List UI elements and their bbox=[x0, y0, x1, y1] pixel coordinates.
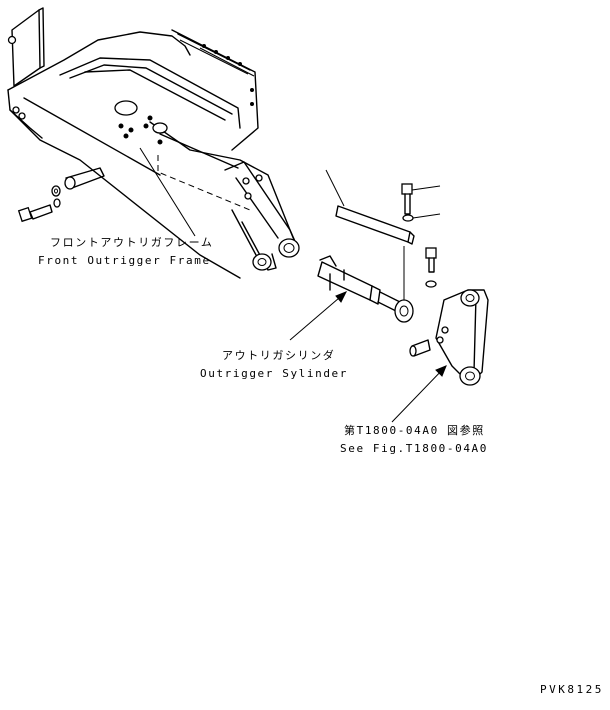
cylinder-arrow-icon bbox=[335, 291, 348, 303]
drawing-code: PVK8125 bbox=[540, 683, 604, 696]
cylinder-pin bbox=[325, 169, 415, 300]
reference-label-jp: 第T1800-04A0 図参照 bbox=[344, 424, 485, 437]
frame-label-jp: フロントアウトリガフレーム bbox=[50, 236, 214, 249]
cylinder-label-jp: アウトリガシリンダ bbox=[222, 349, 336, 362]
pin-bolt bbox=[401, 183, 441, 222]
bracket-leader-line bbox=[391, 365, 447, 423]
outrigger-cylinder bbox=[317, 255, 414, 323]
cylinder-label-en: Outrigger Sylinder bbox=[200, 367, 349, 380]
frame-label-en: Front Outrigger Frame bbox=[38, 254, 211, 267]
frame-leader-line bbox=[139, 147, 196, 237]
outrigger-bracket bbox=[409, 289, 489, 386]
front-outrigger-frame bbox=[7, 7, 300, 279]
cylinder-leader-line bbox=[289, 291, 347, 341]
reference-label-en: See Fig.T1800-04A0 bbox=[340, 442, 489, 455]
bracket-arrow-icon bbox=[435, 365, 447, 377]
frame-bolts bbox=[17, 167, 105, 223]
bracket-bolt bbox=[425, 247, 437, 288]
